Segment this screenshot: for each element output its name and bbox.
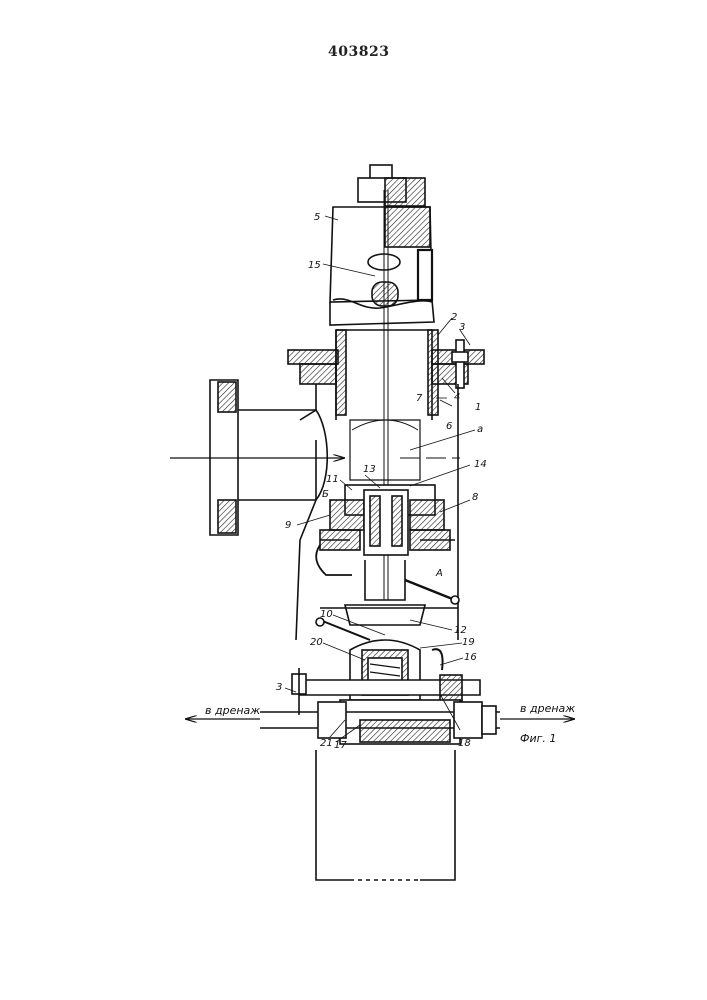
label-a: а bbox=[477, 424, 483, 435]
label-15: 15 bbox=[308, 260, 321, 271]
label-21: 21 bbox=[320, 738, 333, 749]
label-1: 1 bbox=[475, 402, 481, 413]
label-3: 3 bbox=[459, 322, 465, 333]
label-16: 16 bbox=[464, 652, 477, 663]
label-11: 11 bbox=[326, 474, 339, 485]
label-14: 14 bbox=[474, 459, 487, 470]
drain-right-caption: в дренаж bbox=[520, 702, 575, 715]
label-10: 10 bbox=[320, 609, 333, 620]
label-17: 17 bbox=[334, 740, 347, 751]
label-2: 2 bbox=[451, 312, 457, 323]
label-3-lower: 3 bbox=[276, 682, 282, 693]
label-B: Б bbox=[322, 489, 329, 500]
label-12: 12 bbox=[454, 625, 467, 636]
label-19: 19 bbox=[462, 637, 475, 648]
label-6: 6 bbox=[446, 421, 452, 432]
label-7: 7 bbox=[416, 393, 423, 404]
valve-body-outline bbox=[210, 165, 500, 880]
label-18: 18 bbox=[458, 738, 471, 749]
label-4: 4 bbox=[454, 392, 460, 403]
label-13: 13 bbox=[363, 464, 376, 475]
drain-left-caption: в дренаж bbox=[205, 704, 260, 717]
label-9: 9 bbox=[285, 520, 291, 531]
label-8: 8 bbox=[472, 492, 478, 503]
figure-caption: Фиг. 1 bbox=[520, 732, 556, 745]
label-20: 20 bbox=[310, 637, 323, 648]
label-A: А bbox=[435, 568, 443, 579]
label-5: 5 bbox=[314, 212, 320, 223]
